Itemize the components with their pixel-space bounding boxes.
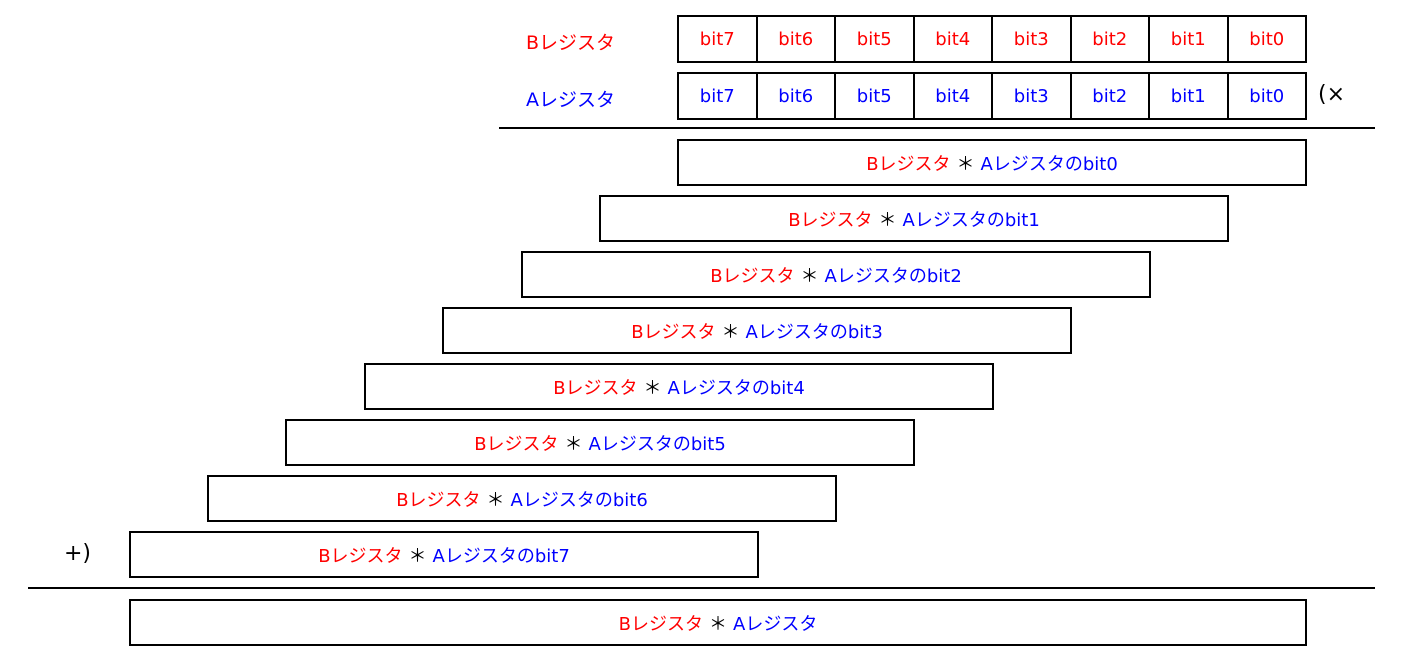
b-bit-cell: bit1 bbox=[1150, 17, 1229, 61]
times-operator: ＊ bbox=[721, 321, 740, 343]
b-term: Bレジスタ bbox=[631, 321, 716, 343]
a-term: Aレジスタのbit5 bbox=[588, 433, 726, 455]
a-term: Aレジスタのbit4 bbox=[667, 377, 805, 399]
a-bit-cell: bit6 bbox=[758, 74, 836, 118]
b-register-label: Bレジスタ bbox=[526, 32, 616, 54]
a-bit-cell: bit0 bbox=[1249, 85, 1285, 107]
result-b-term: Bレジスタ bbox=[618, 613, 704, 635]
partial-product-row: Bレジスタ ＊ Aレジスタのbit3 bbox=[442, 307, 1072, 354]
partial-product-row: Bレジスタ ＊ Aレジスタのbit1 bbox=[599, 195, 1229, 242]
a-register-bits: bit7 bit6 bit5 bit4 bit3 bit2 bit1 bit0 bbox=[677, 72, 1307, 120]
a-term: Aレジスタのbit0 bbox=[980, 153, 1118, 175]
a-bit-cell: bit5 bbox=[836, 74, 915, 118]
a-register-label: Aレジスタ bbox=[526, 89, 615, 111]
b-bit-cell: bit4 bbox=[915, 17, 993, 61]
multiply-symbol: (× bbox=[1318, 82, 1346, 107]
times-operator: ＊ bbox=[486, 489, 505, 511]
b-bit-cell: bit5 bbox=[836, 17, 915, 61]
partial-product-row: Bレジスタ ＊ Aレジスタのbit5 bbox=[285, 419, 915, 466]
partial-product-row: Bレジスタ ＊ Aレジスタのbit6 bbox=[207, 475, 837, 522]
times-operator: ＊ bbox=[956, 153, 975, 175]
times-operator: ＊ bbox=[878, 209, 897, 231]
times-operator: ＊ bbox=[800, 265, 819, 287]
partial-product-row: Bレジスタ ＊ Aレジスタのbit7 bbox=[129, 531, 759, 578]
b-term: Bレジスタ bbox=[396, 489, 481, 511]
a-bit-cell: bit2 bbox=[1072, 74, 1150, 118]
a-bit-cell: bit3 bbox=[993, 74, 1072, 118]
result-box: Bレジスタ ＊ Aレジスタ bbox=[129, 599, 1307, 646]
a-term: Aレジスタのbit1 bbox=[902, 209, 1040, 231]
partial-product-row: Bレジスタ ＊ Aレジスタのbit0 bbox=[677, 139, 1307, 186]
result-times-operator: ＊ bbox=[709, 613, 728, 635]
a-term: Aレジスタのbit6 bbox=[510, 489, 648, 511]
b-bit-cell: bit0 bbox=[1249, 28, 1285, 50]
b-bit-cell: bit6 bbox=[758, 17, 836, 61]
times-operator: ＊ bbox=[564, 433, 583, 455]
b-term: Bレジスタ bbox=[474, 433, 559, 455]
a-bit-cell: bit4 bbox=[915, 74, 993, 118]
a-bit-cell: bit1 bbox=[1150, 74, 1229, 118]
a-term: Aレジスタのbit2 bbox=[824, 265, 962, 287]
a-term: Aレジスタのbit7 bbox=[432, 545, 570, 567]
b-term: Bレジスタ bbox=[318, 545, 403, 567]
b-term: Bレジスタ bbox=[866, 153, 951, 175]
b-term: Bレジスタ bbox=[553, 377, 638, 399]
times-operator: ＊ bbox=[408, 545, 427, 567]
multiply-rule bbox=[499, 127, 1375, 129]
b-term: Bレジスタ bbox=[710, 265, 795, 287]
b-bit-cell: bit2 bbox=[1072, 17, 1150, 61]
partial-product-row: Bレジスタ ＊ Aレジスタのbit2 bbox=[521, 251, 1151, 298]
result-a-term: Aレジスタ bbox=[733, 613, 818, 635]
a-bit-cell: bit7 bbox=[679, 74, 758, 118]
times-operator: ＊ bbox=[643, 377, 662, 399]
sum-rule bbox=[28, 587, 1375, 589]
b-bit-cell: bit3 bbox=[993, 17, 1072, 61]
a-term: Aレジスタのbit3 bbox=[745, 321, 883, 343]
b-bit-cell: bit7 bbox=[679, 17, 758, 61]
b-register-bits: bit7 bit6 bit5 bit4 bit3 bit2 bit1 bit0 bbox=[677, 15, 1307, 63]
add-symbol: +) bbox=[64, 541, 92, 566]
b-term: Bレジスタ bbox=[788, 209, 873, 231]
partial-product-row: Bレジスタ ＊ Aレジスタのbit4 bbox=[364, 363, 994, 410]
